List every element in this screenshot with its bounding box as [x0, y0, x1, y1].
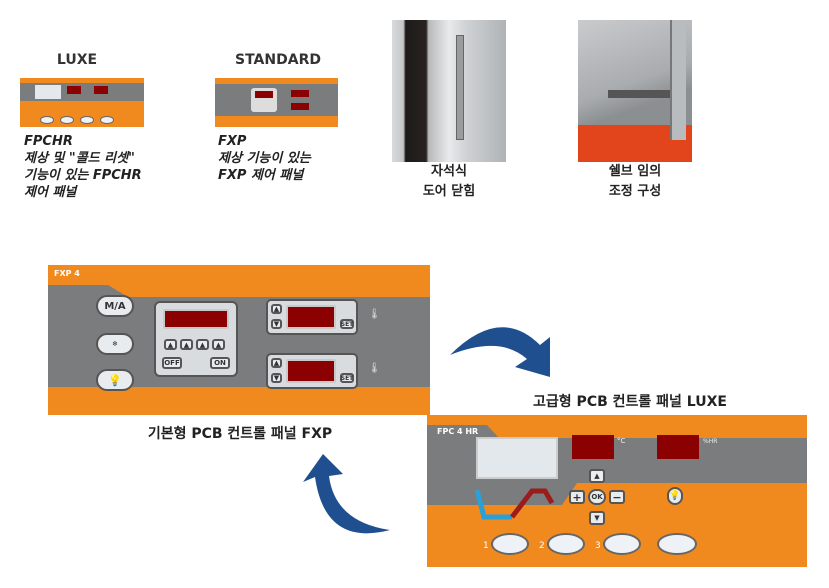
luxe-panel-caption: 고급형 PCB 컨트롤 패널 LUXE	[533, 394, 727, 410]
arrow-up-button-1[interactable]: ▲	[164, 339, 177, 350]
caption-line: 기능이 있는 FPCHR	[24, 168, 142, 183]
ok-button[interactable]: OK	[588, 489, 606, 505]
program-3-button[interactable]	[603, 533, 641, 555]
thermometer-icon: 🌡	[368, 309, 381, 320]
defrost-cycle-graph-icon	[474, 488, 555, 520]
down-button[interactable]: ▼	[589, 511, 605, 525]
luxe-heading: LUXE	[56, 52, 98, 68]
caption-line: 쉘브 임의	[608, 164, 662, 179]
cold-reset-button[interactable]	[657, 533, 697, 555]
temperature-display	[572, 435, 614, 459]
program-2-button[interactable]	[547, 533, 585, 555]
standard-heading: STANDARD	[235, 52, 321, 68]
arrow-up-button-3[interactable]: ▲	[196, 339, 209, 350]
luxe-thumbnail	[20, 78, 144, 127]
humidity-display	[657, 435, 699, 459]
lightbulb-icon: 💡	[669, 491, 681, 501]
navigation-pad: ▲ ▼ + − OK	[567, 467, 627, 527]
off-button[interactable]: OFF	[162, 357, 182, 369]
program-number: 1	[483, 541, 489, 551]
fxp-caption: 기본형 PCB 컨트롤 패널 FXP	[147, 426, 333, 442]
light-button[interactable]: 💡	[667, 487, 683, 505]
caption-line: 제상 및 "콜드 리셋"	[24, 151, 135, 166]
shelf-caption: 쉘브 임의 조정 구성	[578, 162, 692, 202]
down-button[interactable]: ▼	[271, 373, 282, 383]
thermometer-icon: 🌡	[368, 363, 381, 374]
unit-humidity: %HR	[703, 438, 718, 445]
lcd-screen	[476, 437, 558, 479]
set-button-2[interactable]: SET	[340, 373, 354, 383]
caption-line: FXP	[218, 134, 247, 149]
light-button[interactable]: 💡	[96, 369, 134, 391]
fxp-tab-label: FXP 4	[54, 269, 80, 278]
curved-arrow-icon	[303, 454, 390, 534]
set-button-1[interactable]: SET	[340, 319, 354, 329]
down-button[interactable]: ▼	[271, 319, 282, 329]
temp-display-2	[286, 359, 336, 383]
caption-line: 조정 구성	[608, 184, 662, 199]
door-caption: 자석식 도어 닫힘	[392, 162, 506, 202]
temp-controller-2: ▲ ▼ SET	[266, 353, 358, 389]
defrost-button[interactable]: ❄	[96, 333, 134, 355]
up-button[interactable]: ▲	[589, 469, 605, 483]
caption-line: 제상 기능이 있는	[218, 151, 311, 166]
luxe-panel: FPC 4 HR °C %HR ▲ ▼ + − OK 💡 1 2 3	[427, 415, 807, 567]
program-number: 2	[539, 541, 545, 551]
manual-auto-button[interactable]: M/A	[96, 295, 134, 317]
unit-temp: °C	[617, 437, 626, 445]
luxe-tab-label: FPC 4 HR	[437, 427, 479, 436]
shelf-photo	[578, 20, 692, 162]
temp-display-1	[286, 305, 336, 329]
standard-caption: FXP 제상 기능이 있는 FXP 제어 패널	[218, 133, 311, 184]
arrow-up-button-2[interactable]: ▲	[180, 339, 193, 350]
lightbulb-icon: 💡	[108, 373, 122, 387]
standard-thumbnail	[215, 78, 338, 127]
up-button[interactable]: ▲	[271, 304, 282, 314]
program-number: 3	[595, 541, 601, 551]
arrow-up-button-4[interactable]: ▲	[212, 339, 225, 350]
on-button[interactable]: ON	[210, 357, 230, 369]
main-display	[163, 309, 229, 329]
caption-line: 자석식	[431, 164, 467, 179]
caption-line: FPCHR	[24, 134, 73, 149]
luxe-caption: FPCHR 제상 및 "콜드 리셋" 기능이 있는 FPCHR 제어 패널	[24, 133, 142, 201]
curved-arrow-icon	[450, 327, 550, 377]
plus-button[interactable]: +	[569, 490, 585, 504]
caption-line: 제어 패널	[24, 185, 77, 200]
door-photo	[392, 20, 506, 162]
fxp-panel: FXP 4 M/A ❄ 💡 ▲ ▲ ▲ ▲ OFF ON ▲ ▼ SET ▲ ▼…	[48, 265, 430, 415]
snowflake-icon: ❄	[112, 340, 118, 348]
caption-line: 도어 닫힘	[422, 184, 476, 199]
temp-controller-1: ▲ ▼ SET	[266, 299, 358, 335]
main-controller: ▲ ▲ ▲ ▲ OFF ON	[154, 301, 238, 377]
caption-line: FXP 제어 패널	[218, 168, 304, 183]
program-1-button[interactable]	[491, 533, 529, 555]
minus-button[interactable]: −	[609, 490, 625, 504]
up-button[interactable]: ▲	[271, 358, 282, 368]
